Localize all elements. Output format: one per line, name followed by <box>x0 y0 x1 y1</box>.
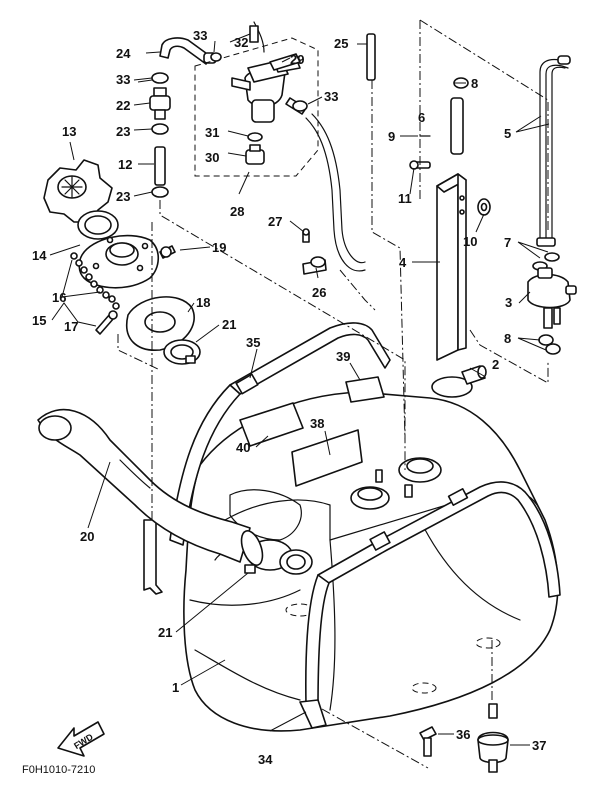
callout-21b: 21 <box>158 625 172 640</box>
hose-clip-33-top <box>210 52 222 62</box>
pump-gasket-31 <box>247 132 263 142</box>
callout-31: 31 <box>205 125 219 140</box>
callout-23b: 23 <box>116 189 130 204</box>
rubber-mount-37 <box>477 703 509 773</box>
callout-6: 6 <box>418 110 425 125</box>
callout-33c: 33 <box>324 89 338 104</box>
filler-cap <box>43 159 113 223</box>
callout-22: 22 <box>116 98 130 113</box>
tank-port-pickup <box>350 486 390 510</box>
callout-7: 7 <box>504 235 511 250</box>
callout-39: 39 <box>336 349 350 364</box>
callout-27: 27 <box>268 214 282 229</box>
bolt-19 <box>159 245 176 259</box>
tank-vent-nipple <box>375 469 383 483</box>
strap-bracket-left <box>143 519 163 595</box>
filler-flange <box>78 234 160 289</box>
pump-connector-32 <box>249 25 259 43</box>
callout-14: 14 <box>32 248 47 263</box>
callout-38: 38 <box>310 416 324 431</box>
callout-24: 24 <box>116 46 131 61</box>
sender-float-2 <box>431 365 487 398</box>
hose-clamp-21-lower <box>240 530 264 574</box>
callout-35: 35 <box>246 335 260 350</box>
callout-40: 40 <box>236 440 250 455</box>
tank-drain-nipple <box>404 484 413 498</box>
fuel-lines-5 <box>536 55 571 247</box>
callout-9: 9 <box>388 129 395 144</box>
tank-strap-upper <box>169 322 391 546</box>
callout-18: 18 <box>196 295 210 310</box>
callout-5: 5 <box>504 126 511 141</box>
hose-clamp-21-upper <box>163 339 201 365</box>
label-plate-40 <box>239 402 304 447</box>
flange-gasket-18 <box>125 296 195 351</box>
cap-gasket <box>77 210 119 240</box>
callout-16: 16 <box>52 290 66 305</box>
pin-11 <box>409 160 431 170</box>
hose-clips-8-lower <box>538 334 561 355</box>
callout-10: 10 <box>463 234 477 249</box>
callout-30: 30 <box>205 150 219 165</box>
pickup-tube-12 <box>154 146 166 186</box>
callout-20: 20 <box>80 529 94 544</box>
mounting-screw-17 <box>95 310 118 335</box>
callout-32: 32 <box>234 35 248 50</box>
washer-10 <box>477 198 491 216</box>
tether-chain <box>70 252 120 310</box>
leader-lines <box>49 33 550 746</box>
callout-34: 34 <box>258 752 273 767</box>
callout-29: 29 <box>290 52 304 67</box>
callout-4: 4 <box>399 255 407 270</box>
hose-clip-33-right <box>292 100 308 112</box>
callout-numbers: 1 2 3 4 5 7 8 8 6 9 10 11 12 13 14 15 16… <box>32 28 546 767</box>
tank-strap-lower <box>299 481 561 729</box>
callout-3: 3 <box>505 295 512 310</box>
pump-strainer-30 <box>245 144 265 165</box>
tank-port-sender <box>398 457 442 483</box>
callout-33a: 33 <box>193 28 207 43</box>
callout-13: 13 <box>62 124 76 139</box>
callout-36: 36 <box>456 727 470 742</box>
callout-12: 12 <box>118 157 132 172</box>
forward-arrow: FWD <box>57 721 105 757</box>
callout-8a: 8 <box>471 76 478 91</box>
diagram-code: F0H1010-7210 <box>22 764 95 776</box>
hose-clip-26 <box>302 256 327 275</box>
callout-28: 28 <box>230 204 244 219</box>
fuel-gauge-sender-4 <box>436 173 467 361</box>
callout-11: 11 <box>398 191 412 206</box>
bolt-27 <box>302 228 310 243</box>
callout-1: 1 <box>172 680 179 695</box>
fuel-filter-22 <box>149 87 171 120</box>
assembly-lines <box>117 19 549 769</box>
callout-26: 26 <box>312 285 326 300</box>
bolt-36 <box>419 726 437 757</box>
hose-clip-33-left <box>151 72 169 84</box>
callout-15: 15 <box>32 313 46 328</box>
hose-clip-23-upper <box>151 123 169 135</box>
fuel-cock-3 <box>527 267 577 329</box>
vent-tube-25 <box>366 33 376 81</box>
callout-19: 19 <box>212 240 226 255</box>
callout-8b: 8 <box>504 331 511 346</box>
return-hose <box>305 113 366 272</box>
callout-23a: 23 <box>116 124 130 139</box>
hose-clip-23-lower <box>151 186 169 198</box>
callout-37: 37 <box>532 738 546 753</box>
callout-21a: 21 <box>222 317 236 332</box>
callout-33b: 33 <box>116 72 130 87</box>
callout-25: 25 <box>334 36 348 51</box>
fuel-hose-24 <box>159 37 217 65</box>
label-plate-38 <box>291 429 363 487</box>
label-plate-39 <box>345 376 385 403</box>
vent-pipe-6 <box>450 97 464 155</box>
filler-hose <box>37 408 251 563</box>
callout-2: 2 <box>492 357 499 372</box>
pump-bracket-29 <box>269 53 301 71</box>
callout-17: 17 <box>64 319 78 334</box>
